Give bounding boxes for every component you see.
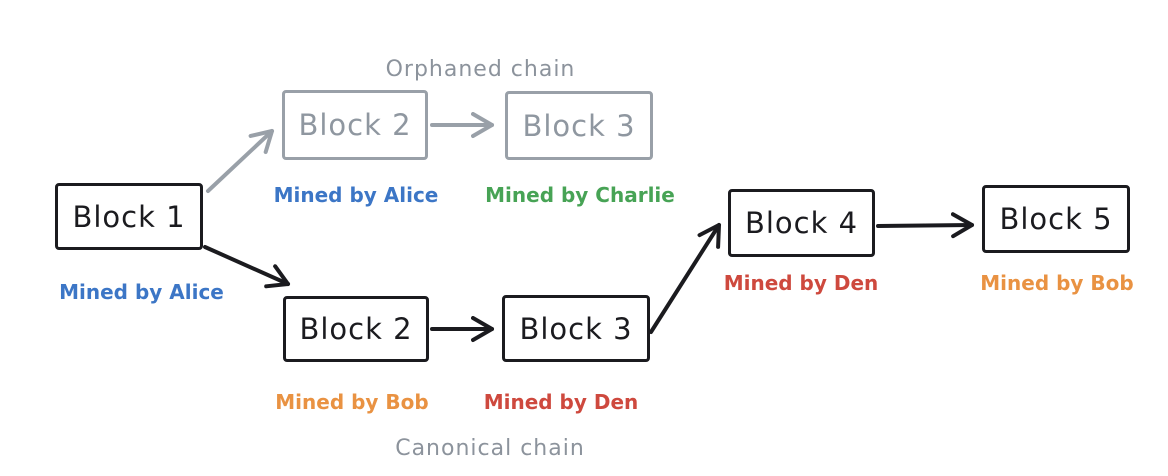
block-4-node: Block 4 <box>728 189 875 257</box>
orphan-block-3-node: Block 3 <box>505 91 653 160</box>
orphan-block-2-miner-label: Mined by Alice <box>273 183 439 207</box>
arrow-block1-to-orphan-block2 <box>206 129 274 193</box>
canon-block-3-label: Block 3 <box>519 311 633 346</box>
block-1-node: Block 1 <box>55 183 203 250</box>
orphan-block-3-miner-label: Mined by Charlie <box>485 183 675 207</box>
block-5-node: Block 5 <box>982 185 1130 253</box>
canon-block-2-label: Block 2 <box>299 312 413 346</box>
block-4-miner-label: Mined by Den <box>723 271 879 295</box>
block-5-label: Block 5 <box>999 202 1113 236</box>
orphan-block-2-label: Block 2 <box>298 108 412 142</box>
block-1-miner-label: Mined by Alice <box>59 280 224 304</box>
block-4-label: Block 4 <box>744 206 859 240</box>
orphaned-chain-label: Orphaned chain <box>385 57 576 82</box>
canonical-chain-label: Canonical chain <box>395 436 585 461</box>
arrow-block1-to-canon-block2 <box>203 245 290 289</box>
block-5-miner-label: Mined by Bob <box>980 271 1134 295</box>
arrow-block4-to-block5 <box>876 212 974 239</box>
orphan-block-2-node: Block 2 <box>282 90 428 160</box>
canon-block-3-node: Block 3 <box>502 295 650 362</box>
canon-block-2-miner-label: Mined by Bob <box>275 390 429 414</box>
arrow-canon-block3-to-block4 <box>649 223 721 334</box>
canon-block-2-node: Block 2 <box>283 296 429 362</box>
block-1-label: Block 1 <box>72 199 186 234</box>
orphan-block-3-label: Block 3 <box>522 108 636 143</box>
canon-block-3-miner-label: Mined by Den <box>483 390 639 414</box>
